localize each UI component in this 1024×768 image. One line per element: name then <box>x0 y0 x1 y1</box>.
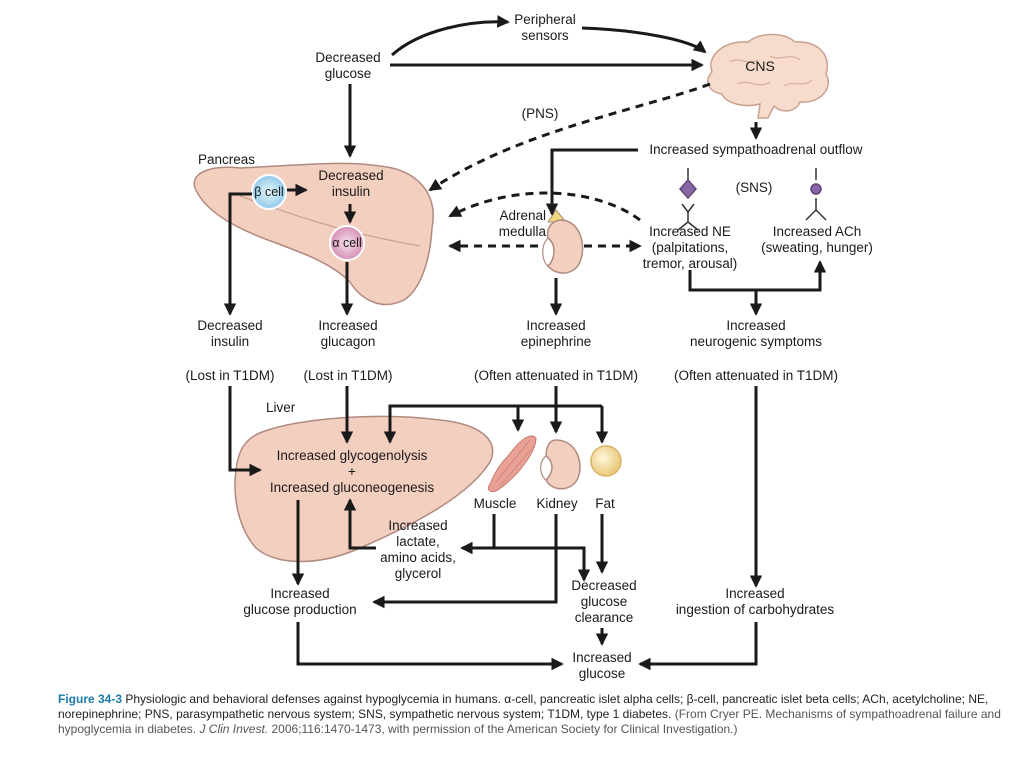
label-pns: (PNS) <box>521 106 559 121</box>
caption-source: (From Cryer PE. Mechanisms of sympathoad… <box>58 707 1001 736</box>
label-glycogenolysis-gluconeogenesis: Increased glycogenolysis + Increased glu… <box>269 448 435 495</box>
caption-journal: J Clin Invest. <box>199 722 269 736</box>
beta-cell-icon <box>251 174 287 210</box>
fat-icon <box>590 445 622 477</box>
label-decreased-insulin: Decreased insulin <box>197 318 263 349</box>
figure-label: Figure 34-3 <box>58 692 123 706</box>
label-increased-glucose: Increased glucose <box>572 650 632 681</box>
figure-caption: Figure 34-3 Physiologic and behavioral d… <box>58 692 1006 737</box>
muscle-icon <box>487 435 537 493</box>
label-decreased-glucose: Decreased glucose <box>315 50 381 81</box>
label-sns: (SNS) <box>735 180 773 195</box>
ne-receptor-icon <box>677 168 699 231</box>
label-sympathoadrenal-outflow: Increased sympathoadrenal outflow <box>649 142 863 157</box>
label-cns: CNS <box>745 58 775 74</box>
label-lost-in-t1dm-glucagon: (Lost in T1DM) <box>303 368 393 383</box>
label-increased-ingestion: Increased ingestion of carbohydrates <box>675 586 835 617</box>
label-liver: Liver <box>266 400 296 415</box>
label-muscle: Muscle <box>473 496 517 511</box>
label-increased-ne: Increased NE (palpitations, tremor, arou… <box>642 224 738 271</box>
label-alpha-cell: α cell <box>332 236 362 250</box>
label-fat: Fat <box>595 496 615 511</box>
label-increased-epinephrine: Increased epinephrine <box>520 318 592 349</box>
label-lost-in-t1dm-insulin: (Lost in T1DM) <box>185 368 275 383</box>
label-increased-glucose-production: Increased glucose production <box>243 586 357 617</box>
label-kidney: Kidney <box>536 496 578 511</box>
label-increased-glucagon: Increased glucagon <box>318 318 378 349</box>
label-adrenal-medulla: Adrenal medulla <box>498 208 546 239</box>
adrenal-kidney-illustration <box>542 209 584 274</box>
arrows-dashed <box>428 82 711 253</box>
label-pancreas: Pancreas <box>198 152 256 167</box>
label-increased-ach: Increased ACh (sweating, hunger) <box>761 224 873 255</box>
label-often-attenuated-neurogenic: (Often attenuated in T1DM) <box>673 368 839 383</box>
label-beta-cell: β cell <box>254 185 284 199</box>
alpha-cell-icon <box>329 225 365 261</box>
arrows-solid <box>223 15 827 671</box>
label-peripheral-sensors: Peripheral sensors <box>514 12 576 43</box>
label-increased-lactate: Increased lactate, amino acids, glycerol <box>380 518 456 581</box>
ach-receptor-icon <box>805 168 827 221</box>
kidney-icon <box>540 439 581 490</box>
label-often-attenuated-epinephrine: (Often attenuated in T1DM) <box>473 368 639 383</box>
label-decreased-insulin-pancreas: Decreased insulin <box>318 168 384 199</box>
caption-text: Physiologic and behavioral defenses agai… <box>58 692 989 721</box>
brain-illustration <box>707 33 829 119</box>
label-increased-neurogenic-symptoms: Increased neurogenic symptoms <box>689 318 823 349</box>
label-decreased-glucose-clearance: Decreased glucose clearance <box>571 578 637 625</box>
